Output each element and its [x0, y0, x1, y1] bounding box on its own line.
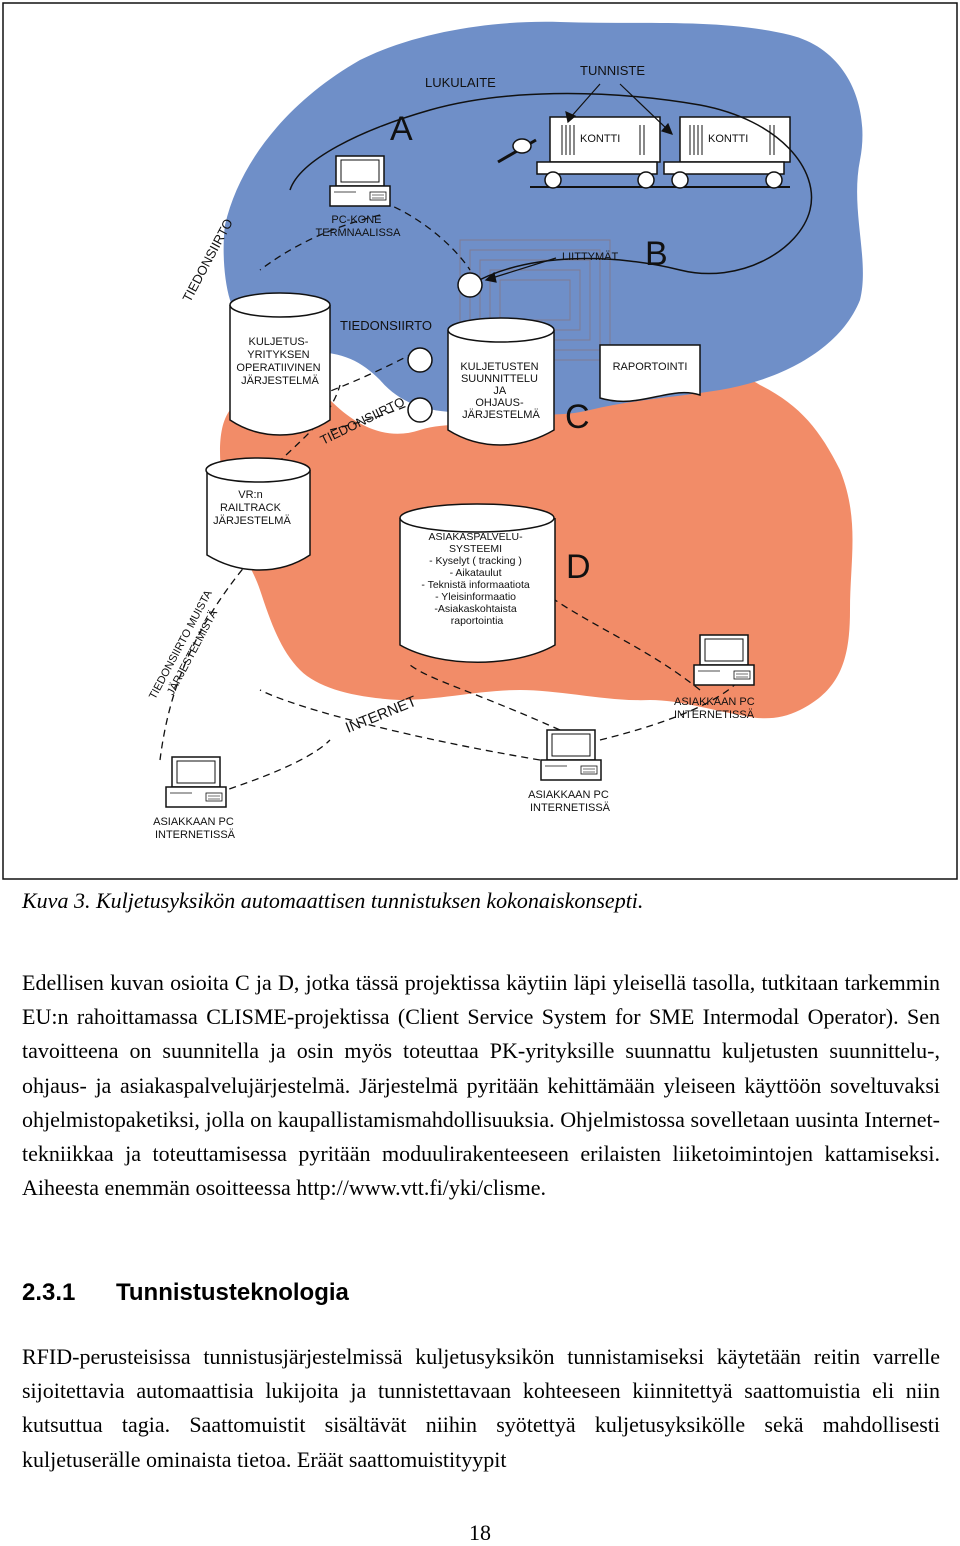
label-zone-a: A — [390, 110, 413, 148]
label-kontti-2: KONTTI — [708, 133, 748, 145]
label-vr: VR:n RAILTRACK JÄRJESTELMÄ — [213, 489, 291, 527]
label-zone-c: C — [565, 398, 590, 436]
section-title: Tunnistusteknologia — [116, 1279, 349, 1306]
operational-system-db — [229, 292, 331, 436]
antenna-nodes — [407, 272, 483, 423]
pc-customer-right-icon — [693, 634, 755, 686]
label-asiakaspalvelu: ASIAKASPALVELU- SYSTEEMI - Kyselyt ( tra… — [421, 531, 532, 627]
label-tiedonsiirto-mid: TIEDONSIIRTO — [340, 318, 432, 333]
section-heading: 2.3.1 Tunnistusteknologia — [22, 1279, 349, 1307]
label-kuljetusyritys: KULJETUS- YRITYKSEN OPERATIIVINEN JÄRJES… — [236, 336, 323, 387]
label-lukulaite: LUKULAITE — [425, 75, 496, 90]
label-asiakas-left: ASIAKKAAN PC INTERNETISSÄ — [153, 816, 237, 841]
wagon-1 — [536, 116, 661, 189]
pc-customer-left-icon — [165, 756, 227, 808]
label-suunnittelu: KULJETUSTEN SUUNNITTELU JA OHJAUS- JÄRJE… — [460, 361, 541, 421]
wagon-2 — [663, 116, 791, 189]
label-zone-b: B — [645, 235, 668, 273]
label-pc-kone: PC-KONE TERMNAALISSA — [316, 214, 402, 239]
section-number: 2.3.1 — [22, 1279, 76, 1306]
label-liittymat: LIITTYMÄT — [562, 251, 619, 263]
body-paragraph-1: Edellisen kuvan osioita C ja D, jotka tä… — [22, 970, 940, 1201]
vr-railtrack-db — [205, 457, 311, 571]
label-kontti-1: KONTTI — [580, 133, 620, 145]
planning-system-db — [447, 317, 555, 446]
pc-customer-mid-icon — [540, 729, 602, 781]
concept-diagram: LUKULAITE TUNNISTE A KONTTI KONTTI PC-KO… — [2, 2, 958, 880]
label-asiakas-right: ASIAKKAAN PC INTERNETISSÄ — [674, 696, 758, 721]
figure-caption: Kuva 3. Kuljetusyksikön automaattisen tu… — [22, 888, 644, 913]
customer-service-db — [399, 503, 556, 663]
label-asiakas-mid: ASIAKKAAN PC INTERNETISSÄ — [528, 789, 612, 814]
pc-terminal-icon — [329, 155, 391, 207]
label-tunniste: TUNNISTE — [580, 63, 645, 78]
reader-wand-icon — [497, 138, 537, 164]
label-raportointi: RAPORTOINTI — [613, 361, 688, 373]
flow-loop — [289, 92, 813, 286]
page-number: 18 — [469, 1520, 491, 1545]
body-paragraph-2: RFID-perusteisissa tunnistusjärjestelmis… — [22, 1344, 940, 1472]
reporting-document — [599, 344, 701, 403]
label-zone-d: D — [566, 548, 591, 586]
